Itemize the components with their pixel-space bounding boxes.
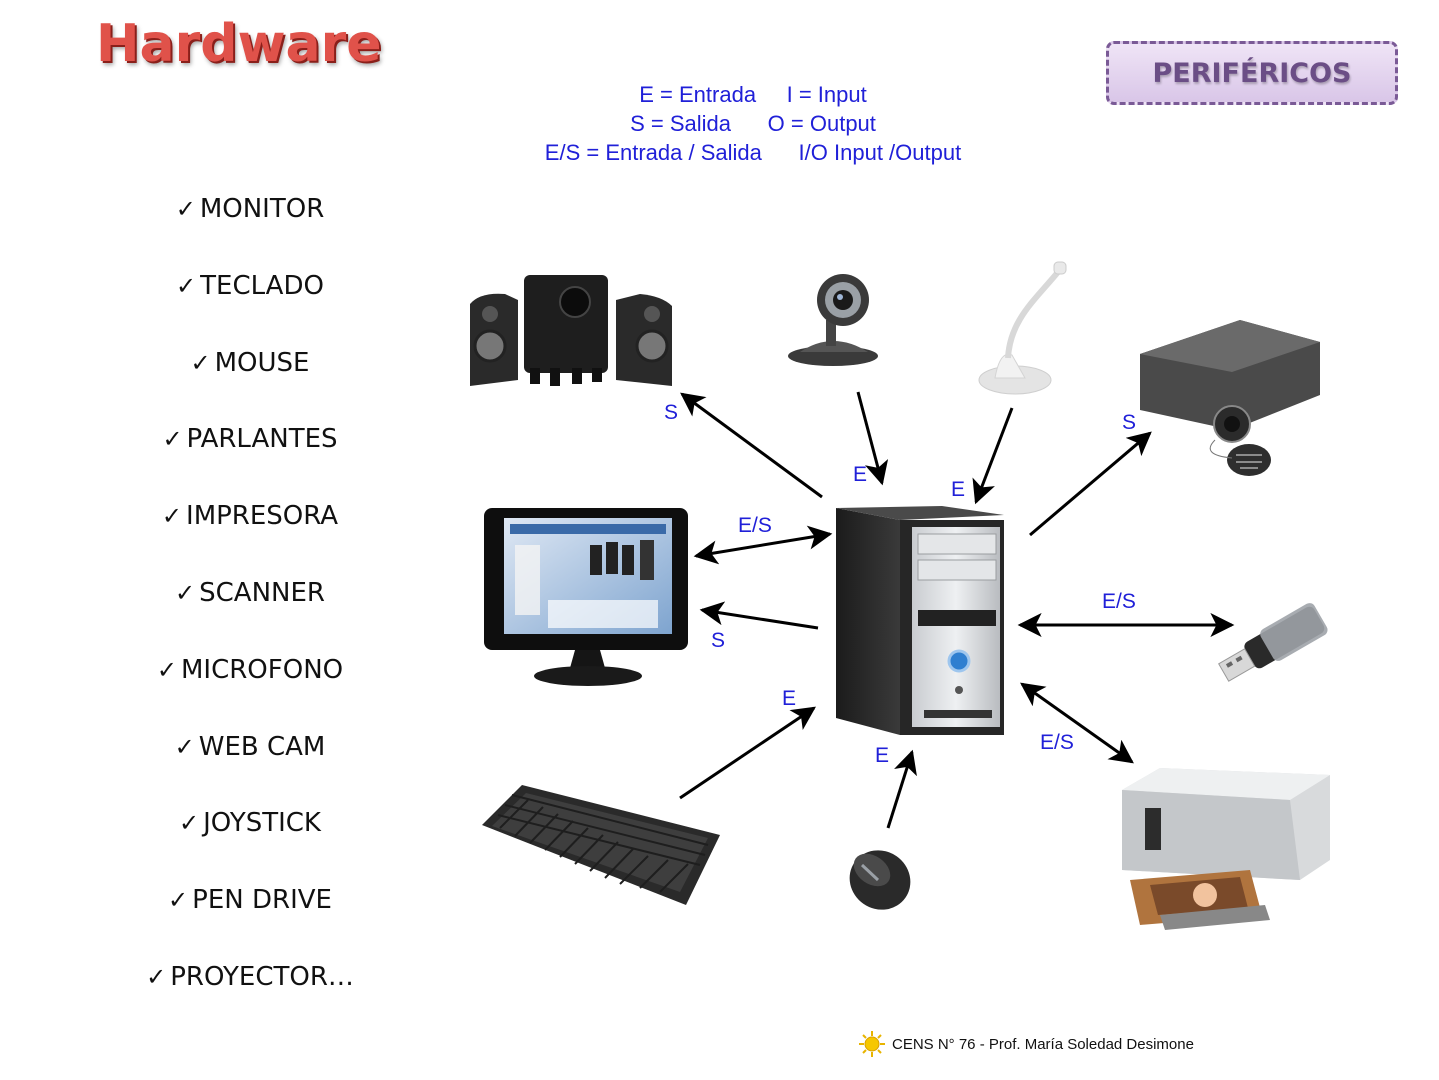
- list-item: ✓MOUSE: [190, 348, 310, 378]
- check-icon: ✓: [174, 733, 195, 761]
- check-icon: ✓: [175, 579, 196, 607]
- pen-drive-image: [1218, 603, 1328, 682]
- list-item: ✓PEN DRIVE: [168, 885, 332, 915]
- computer-tower-image: [836, 506, 1004, 735]
- footer-text: CENS N° 76 - Prof. María Soledad Desimon…: [892, 1035, 1194, 1053]
- check-icon: ✓: [190, 349, 211, 377]
- check-icon: ✓: [176, 272, 197, 300]
- list-item: ✓MONITOR: [175, 194, 325, 224]
- page-title: Hardware: [96, 14, 382, 74]
- list-item: ✓JOYSTICK: [179, 808, 321, 838]
- microphone-image: [978, 261, 1067, 395]
- arrow-speakers: [680, 392, 823, 499]
- arrow-label: E/S: [1102, 590, 1136, 613]
- perifericos-badge: PERIFÉRICOS: [1106, 41, 1398, 105]
- legend-line: S = Salida O = Output: [630, 111, 876, 136]
- arrow-label: E: [875, 744, 889, 767]
- list-item: ✓PROYECTOR…: [146, 962, 354, 992]
- arrow-label: E: [782, 687, 796, 710]
- webcam-image: [788, 274, 878, 366]
- arrow-label: E/S: [738, 514, 772, 537]
- arrows: [679, 391, 1235, 829]
- arrow-mouse: [886, 749, 917, 829]
- arrow-microphone: [972, 407, 1014, 505]
- sun-logo-icon: [859, 1031, 885, 1057]
- badge-label: PERIFÉRICOS: [1152, 57, 1352, 89]
- list-item: ✓SCANNER: [175, 578, 325, 608]
- arrow-webcam: [856, 391, 889, 486]
- arrow-label: S: [664, 401, 678, 424]
- list-item: ✓WEB CAM: [174, 732, 326, 762]
- footer: CENS N° 76 - Prof. María Soledad Desimon…: [858, 1030, 1194, 1058]
- mouse-image: [849, 850, 911, 910]
- legend-line: E = Entrada I = Input: [639, 82, 867, 107]
- arrow-label: E: [951, 478, 965, 501]
- arrow-label: S: [711, 629, 725, 652]
- list-item: ✓TECLADO: [176, 271, 324, 301]
- arrow-monitor-es: [693, 525, 833, 565]
- list-item: ✓PARLANTES: [162, 424, 338, 454]
- arrow-label: E/S: [1040, 731, 1074, 754]
- arrow-printer: [1020, 682, 1134, 764]
- arrow-label: S: [1122, 411, 1136, 434]
- arrow-label: E: [853, 463, 867, 486]
- monitor-image: [484, 508, 688, 686]
- check-icon: ✓: [161, 502, 183, 530]
- keyboard-image: [482, 785, 720, 905]
- check-icon: ✓: [179, 809, 200, 837]
- legend: E = Entrada I = Input S = Salida O = Out…: [490, 80, 1016, 167]
- printer-image: [1122, 768, 1330, 930]
- speakers-image: [470, 275, 672, 386]
- legend-line: E/S = Entrada / Salida I/O Input /Output: [544, 140, 962, 165]
- check-icon: ✓: [175, 195, 196, 223]
- check-icon: ✓: [162, 425, 183, 453]
- arrow-keyboard: [679, 706, 816, 800]
- check-icon: ✓: [146, 963, 167, 991]
- check-icon: ✓: [156, 656, 177, 684]
- check-icon: ✓: [168, 886, 189, 914]
- arrow-projector: [1029, 431, 1152, 537]
- list-item: ✓IMPRESORA: [161, 501, 339, 531]
- projector-image: [1140, 320, 1320, 476]
- list-item: ✓MICROFONO: [156, 655, 344, 685]
- arrow-monitor-s: [699, 601, 819, 630]
